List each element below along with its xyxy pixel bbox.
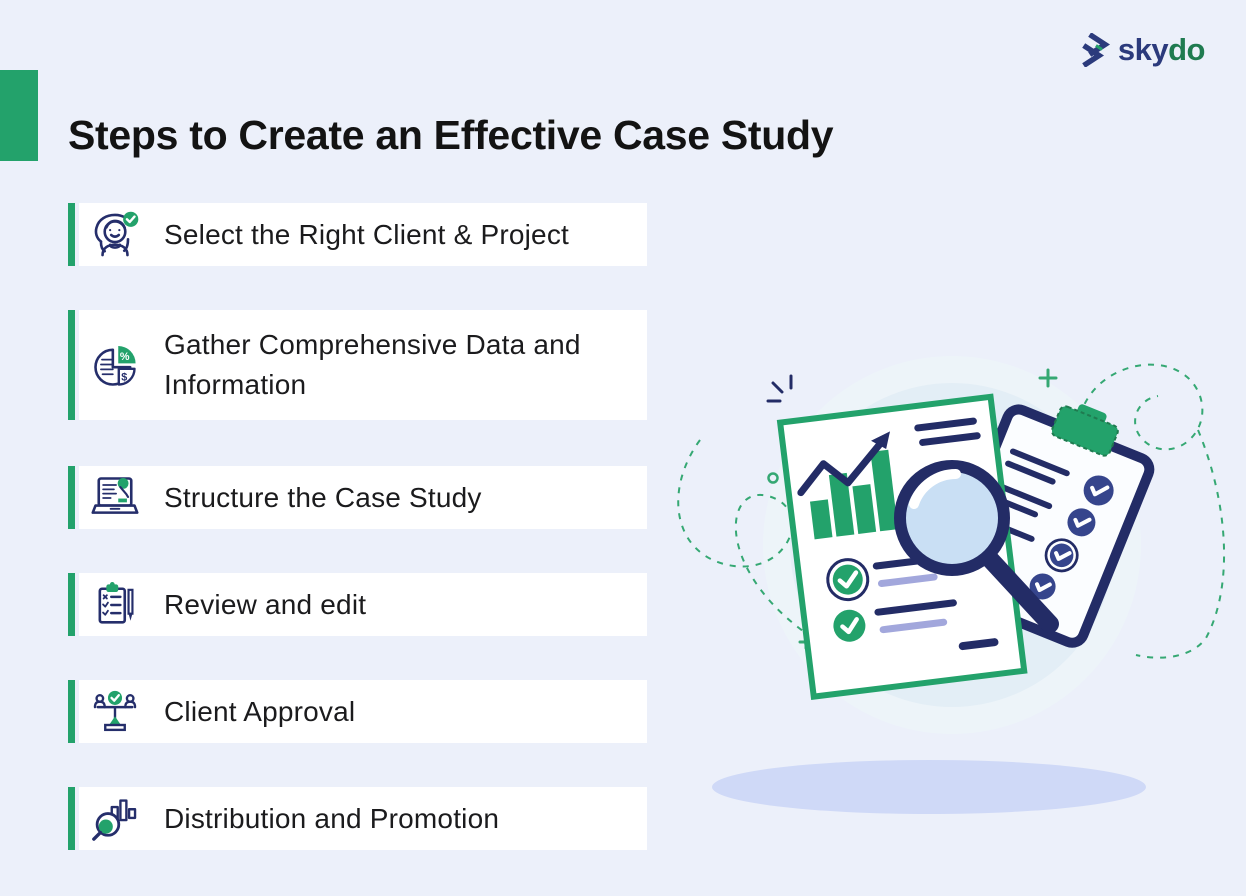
step-accent-bar (68, 466, 75, 529)
step-accent-bar (68, 310, 75, 420)
approval-scale-icon (93, 690, 137, 731)
step-accent-bar (68, 787, 75, 850)
title-accent-block (0, 70, 38, 161)
step-card: Distribution and Promotion (79, 787, 647, 850)
step-client-approval: Client Approval (68, 680, 647, 743)
page-title: Steps to Create an Effective Case Study (68, 112, 834, 159)
magnifying-glass (894, 460, 1059, 633)
step-structure: Structure the Case Study (68, 466, 647, 529)
step-card: % $ Gather Comprehensive Data and Inform… (79, 310, 647, 420)
step-label: Structure the Case Study (164, 481, 482, 513)
step-label: Review and edit (164, 588, 367, 620)
sparkle-lines (766, 374, 793, 403)
growth-arrow-line (797, 436, 887, 497)
step-accent-bar (68, 573, 75, 636)
laptop-document-icon (91, 476, 139, 514)
brand-logo: skydo (1080, 32, 1205, 68)
step-label: Gather Comprehensive Data and Informatio… (164, 329, 581, 400)
client-check-icon (94, 211, 139, 256)
skydo-logo-icon (1082, 33, 1110, 67)
checklist-pen-icon (98, 581, 134, 624)
case-study-illustration (677, 356, 1226, 814)
brand-name-sky: sky (1117, 32, 1169, 67)
step-card: Review and edit (79, 573, 647, 636)
step-card: Client Approval (79, 680, 647, 743)
steps-list: Select the Right Client & Project % $ Ga… (68, 203, 647, 850)
magnifier-bar-chart-icon (92, 798, 137, 841)
step-select-client: Select the Right Client & Project (68, 203, 647, 266)
svg-text:$: $ (121, 372, 127, 384)
brand-name-do: do (1168, 32, 1205, 67)
step-card: Structure the Case Study (79, 466, 647, 529)
step-accent-bar (68, 680, 75, 743)
ground-shadow (712, 760, 1146, 814)
step-distribution: Distribution and Promotion (68, 787, 647, 850)
step-label: Select the Right Client & Project (164, 218, 570, 250)
step-gather-data: % $ Gather Comprehensive Data and Inform… (68, 310, 647, 420)
step-accent-bar (68, 203, 75, 266)
step-label: Distribution and Promotion (164, 802, 500, 834)
step-label: Client Approval (164, 695, 356, 727)
step-card: Select the Right Client & Project (79, 203, 647, 266)
brand-name: skydo (1117, 32, 1206, 68)
step-review-edit: Review and edit (68, 573, 647, 636)
data-pie-chart-icon: % $ (94, 346, 136, 386)
svg-text:%: % (120, 351, 130, 363)
green-bar-chart (809, 449, 898, 540)
dashed-loops (677, 363, 1226, 679)
